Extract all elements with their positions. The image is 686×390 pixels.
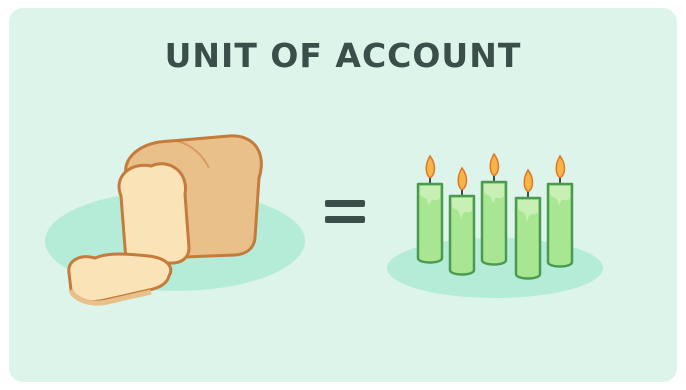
bread-illustration (45, 136, 305, 303)
candle (548, 156, 572, 267)
equals-sign (325, 200, 365, 223)
card-panel: UNIT OF ACCOUNT (9, 8, 677, 382)
candle (516, 170, 540, 279)
bread-slice (69, 254, 171, 302)
candle (418, 156, 442, 263)
equals-bar-bottom (325, 216, 365, 223)
illustration (9, 8, 677, 382)
candles-illustration (387, 154, 603, 298)
equals-bar-top (325, 200, 365, 207)
candle (450, 168, 474, 275)
candle (482, 154, 506, 265)
bread-loaf-face (119, 164, 189, 264)
